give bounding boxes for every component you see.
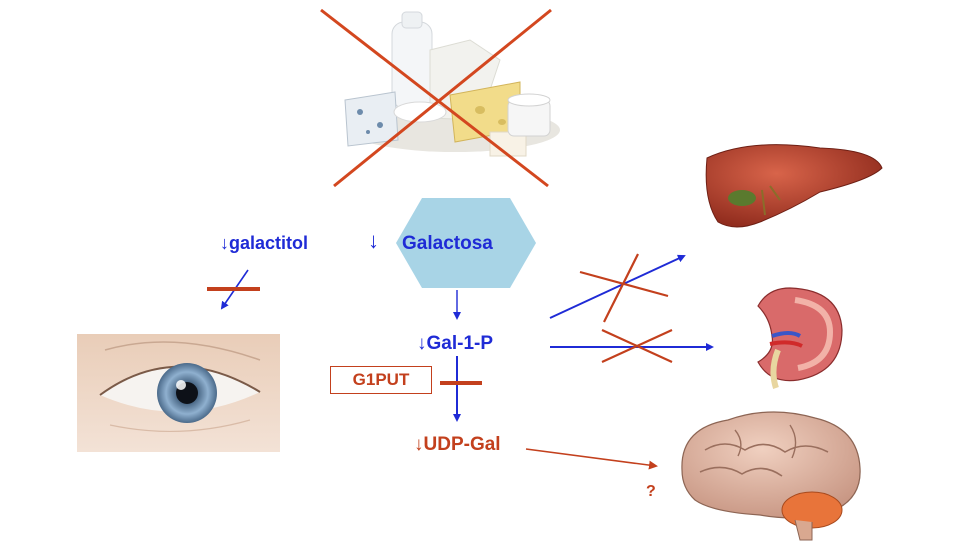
question-mark-label: ? — [646, 483, 656, 500]
udpgal-to-brain-arrow — [525, 448, 658, 470]
eye-icon — [77, 334, 280, 452]
galactosa-hexagon — [396, 198, 536, 288]
galactitol-label: ↓galactitol — [220, 233, 309, 253]
liver-block-cross — [579, 253, 669, 323]
g1put-enzyme-box: G1PUT — [330, 366, 432, 394]
gal1p-label: ↓Gal-1-P — [417, 333, 494, 354]
g1put-label: G1PUT — [352, 370, 410, 389]
kidney-block-cross — [601, 328, 673, 364]
udpgal-label: ↓UDP-Gal — [414, 434, 501, 455]
kidney-icon — [757, 287, 843, 389]
galactosa-decrease-arrow: ↓ — [368, 228, 379, 253]
galactosa-label: Galactosa — [402, 233, 493, 254]
dairy-products-icon — [320, 8, 560, 188]
brain-icon — [681, 411, 861, 541]
arrow-to-liver — [549, 254, 686, 319]
liver-icon — [705, 144, 883, 228]
